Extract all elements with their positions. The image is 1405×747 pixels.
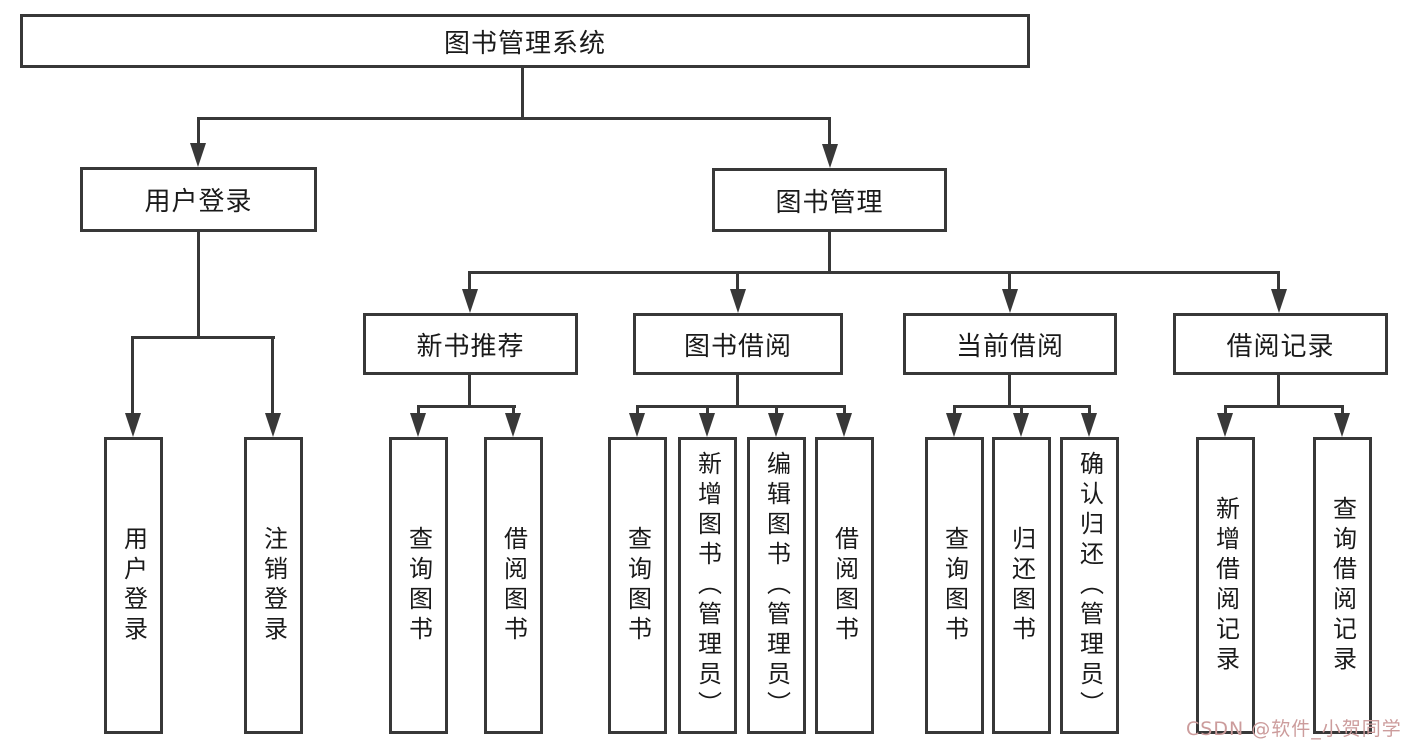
arrow-down-icon bbox=[505, 413, 521, 437]
leaf-label: 新增借阅记录 bbox=[1211, 495, 1240, 676]
arrow-down-icon bbox=[462, 289, 478, 313]
connector-stub bbox=[512, 405, 515, 418]
leaf-query-borrow-record: 查询借阅记录 bbox=[1313, 437, 1372, 734]
connector-stub bbox=[843, 405, 846, 418]
connector-stub bbox=[1341, 405, 1344, 418]
connector-stub bbox=[775, 405, 778, 418]
leaf-return-books: 归还图书 bbox=[992, 437, 1051, 734]
leaf-label: 用户登录 bbox=[119, 525, 148, 646]
watermark: CSDN @软件_小贺同学 bbox=[1186, 718, 1402, 740]
connector-stub bbox=[197, 117, 200, 146]
arrow-down-icon bbox=[1271, 289, 1287, 313]
leaf-label: 查询图书 bbox=[940, 525, 969, 646]
arrow-down-icon bbox=[265, 413, 281, 437]
connector-user-login-rail bbox=[131, 336, 275, 339]
arrow-down-icon bbox=[1013, 413, 1029, 437]
arrow-down-icon bbox=[822, 144, 838, 168]
connector-stub bbox=[736, 271, 739, 292]
connector-stub bbox=[1020, 405, 1023, 418]
connector-stub bbox=[636, 405, 639, 418]
leaf-label: 新增图书（管理员） bbox=[693, 450, 722, 721]
connector-rail bbox=[417, 405, 516, 408]
connector-stub bbox=[417, 405, 420, 418]
arrow-down-icon bbox=[1217, 413, 1233, 437]
leaf-label: 编辑图书（管理员） bbox=[762, 450, 791, 721]
arrow-down-icon bbox=[629, 413, 645, 437]
connector-rail bbox=[1224, 405, 1344, 408]
leaf-logout: 注销登录 bbox=[244, 437, 303, 734]
node-borrowing-records: 借阅记录 bbox=[1173, 313, 1388, 375]
connector-stub bbox=[468, 271, 471, 292]
node-book-borrowing: 图书借阅 bbox=[633, 313, 843, 375]
node-book-management: 图书管理 bbox=[712, 168, 947, 232]
connector-book-management-trunk bbox=[828, 232, 831, 274]
arrow-down-icon bbox=[1334, 413, 1350, 437]
connector-stub bbox=[1224, 405, 1227, 418]
leaf-label: 查询图书 bbox=[623, 525, 652, 646]
connector-stub bbox=[131, 336, 134, 416]
connector-trunk bbox=[1277, 375, 1280, 408]
connector-stub bbox=[828, 117, 831, 146]
leaf-add-borrow-record: 新增借阅记录 bbox=[1196, 437, 1255, 734]
arrow-down-icon bbox=[946, 413, 962, 437]
leaf-label: 借阅图书 bbox=[499, 525, 528, 646]
connector-trunk bbox=[468, 375, 471, 408]
leaf-borrow-books: 借阅图书 bbox=[484, 437, 543, 734]
leaf-label: 归还图书 bbox=[1007, 525, 1036, 646]
leaf-label: 借阅图书 bbox=[830, 525, 859, 646]
arrow-down-icon bbox=[699, 413, 715, 437]
node-library-management-system: 图书管理系统 bbox=[20, 14, 1030, 68]
connector-stub bbox=[1088, 405, 1091, 418]
connector-stub bbox=[271, 336, 274, 416]
leaf-user-login: 用户登录 bbox=[104, 437, 163, 734]
connector-trunk bbox=[736, 375, 739, 408]
arrow-down-icon bbox=[125, 413, 141, 437]
leaf-label: 查询借阅记录 bbox=[1328, 495, 1357, 676]
leaf-query-books: 查询图书 bbox=[925, 437, 984, 734]
leaf-query-books: 查询图书 bbox=[608, 437, 667, 734]
leaf-label: 确认归还（管理员） bbox=[1075, 450, 1104, 721]
node-user-login: 用户登录 bbox=[80, 167, 317, 232]
arrow-down-icon bbox=[730, 289, 746, 313]
connector-stub bbox=[706, 405, 709, 418]
leaf-edit-books-admin: 编辑图书（管理员） bbox=[747, 437, 806, 734]
arrow-down-icon bbox=[190, 143, 206, 167]
arrow-down-icon bbox=[768, 413, 784, 437]
leaf-label: 查询图书 bbox=[404, 525, 433, 646]
connector-user-login-trunk bbox=[197, 232, 200, 339]
connector-rail bbox=[636, 405, 846, 408]
leaf-label: 注销登录 bbox=[259, 525, 288, 646]
leaf-query-books: 查询图书 bbox=[389, 437, 448, 734]
connector-level2-rail bbox=[197, 117, 831, 120]
node-current-borrowing: 当前借阅 bbox=[903, 313, 1117, 375]
connector-stub bbox=[953, 405, 956, 418]
leaf-confirm-return-admin: 确认归还（管理员） bbox=[1060, 437, 1119, 734]
connector-stub bbox=[1277, 271, 1280, 292]
connector-root-trunk bbox=[521, 67, 524, 120]
leaf-borrow-books: 借阅图书 bbox=[815, 437, 874, 734]
leaf-add-books-admin: 新增图书（管理员） bbox=[678, 437, 737, 734]
arrow-down-icon bbox=[836, 413, 852, 437]
connector-level3-rail bbox=[468, 271, 1280, 274]
arrow-down-icon bbox=[1081, 413, 1097, 437]
arrow-down-icon bbox=[1002, 289, 1018, 313]
node-new-book-recommend: 新书推荐 bbox=[363, 313, 578, 375]
connector-stub bbox=[1008, 271, 1011, 292]
arrow-down-icon bbox=[410, 413, 426, 437]
connector-trunk bbox=[1008, 375, 1011, 408]
